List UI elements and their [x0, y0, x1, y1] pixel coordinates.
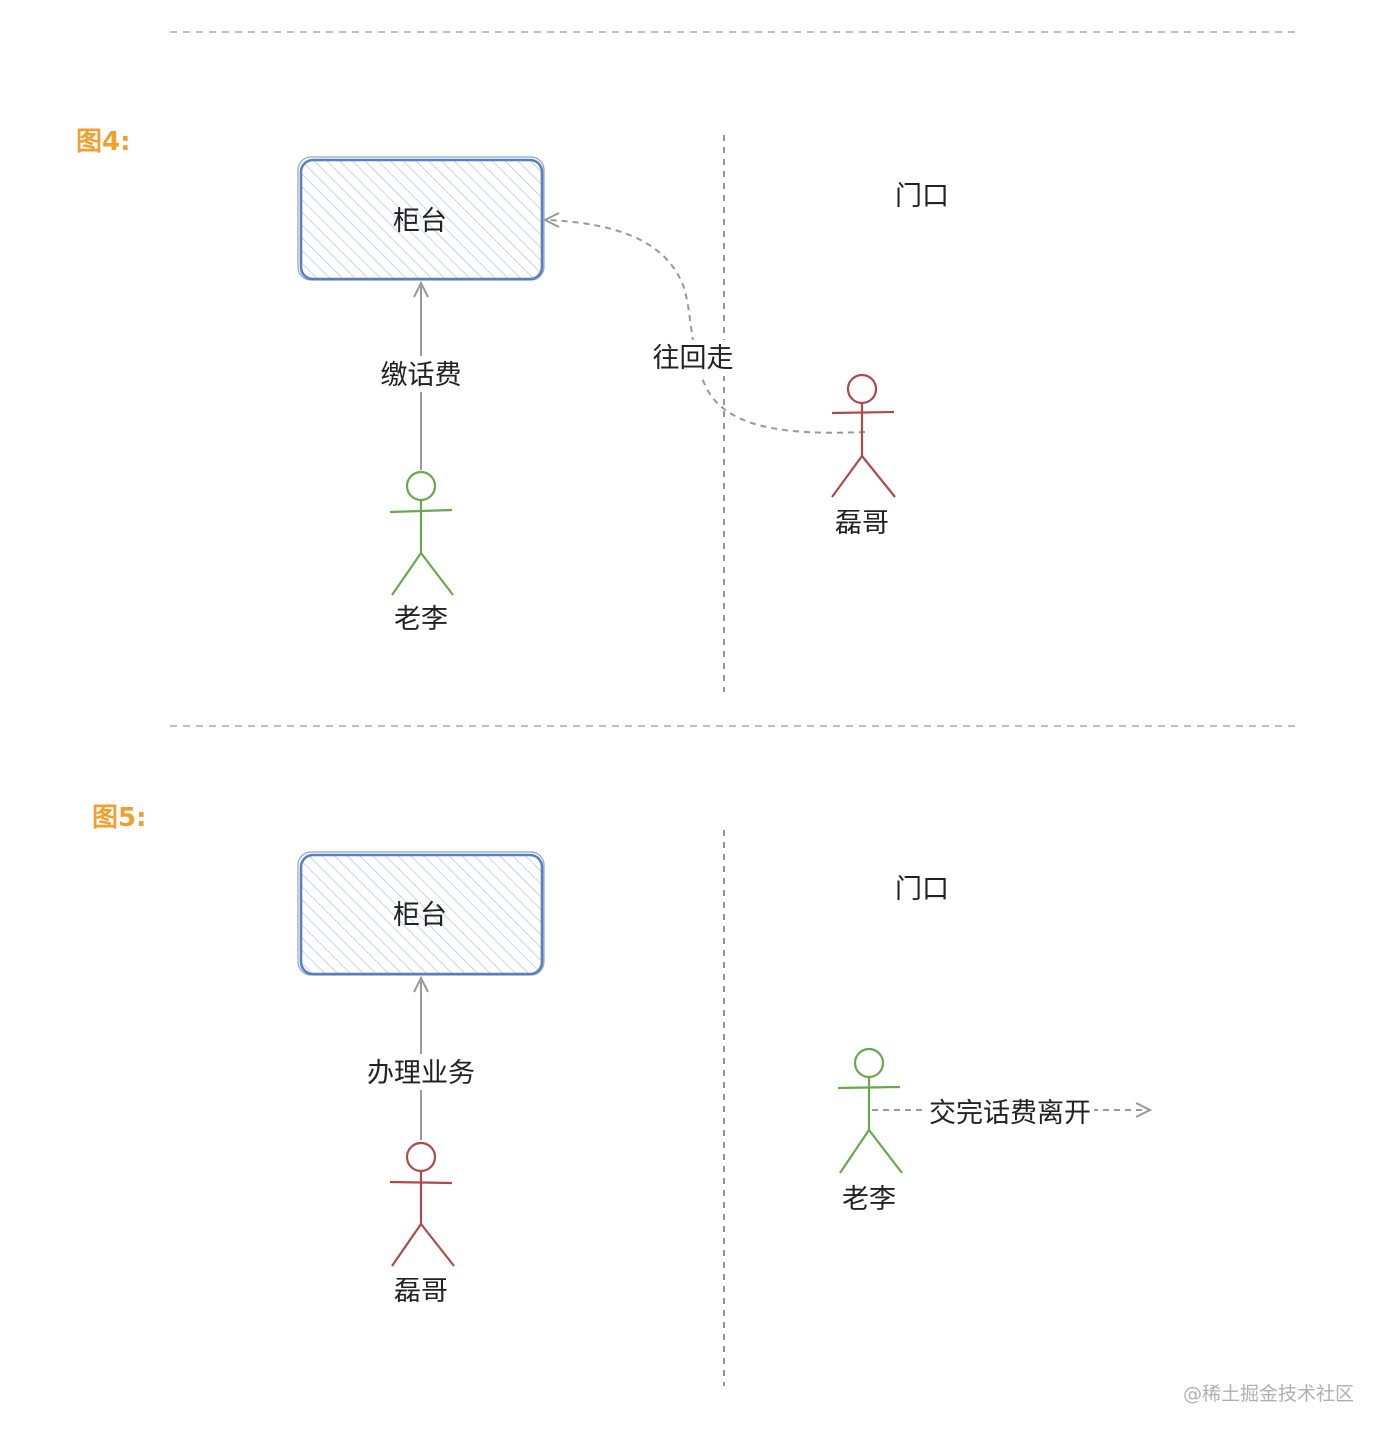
action-leave-5: 交完话费离开 [929, 1098, 1091, 1129]
figure-5: 图5: 门口 柜台 办理业务 磊哥 [92, 803, 1153, 1386]
person-name-leige-5: 磊哥 [394, 1276, 448, 1307]
arrow-walk-back-4 [542, 212, 866, 434]
person-name-laoli-4: 老李 [394, 604, 448, 635]
action-handle-business-5: 办理业务 [367, 1058, 475, 1089]
watermark: @稀土掘金技术社区 [1183, 1383, 1354, 1405]
person-leige-4 [831, 373, 896, 498]
door-label-5: 门口 [895, 874, 949, 905]
figure-5-title: 图5: [92, 803, 147, 833]
person-laoli-4 [389, 470, 454, 596]
counter-box-4 [297, 156, 545, 281]
counter-label-5: 柜台 [393, 900, 447, 931]
action-walk-back-4: 往回走 [653, 343, 734, 374]
person-name-leige-4: 磊哥 [835, 508, 889, 539]
person-laoli-5 [837, 1047, 903, 1174]
person-name-laoli-5: 老李 [842, 1184, 896, 1215]
person-leige-5 [389, 1141, 455, 1267]
counter-box-5 [297, 851, 545, 976]
figure-4-title: 图4: [76, 127, 131, 157]
counter-label-4: 柜台 [393, 206, 447, 237]
door-label-4: 门口 [895, 181, 949, 212]
action-pay-bill-4: 缴话费 [381, 360, 462, 391]
figure-4: 图4: 门口 柜台 缴话费 老李 [76, 127, 949, 692]
